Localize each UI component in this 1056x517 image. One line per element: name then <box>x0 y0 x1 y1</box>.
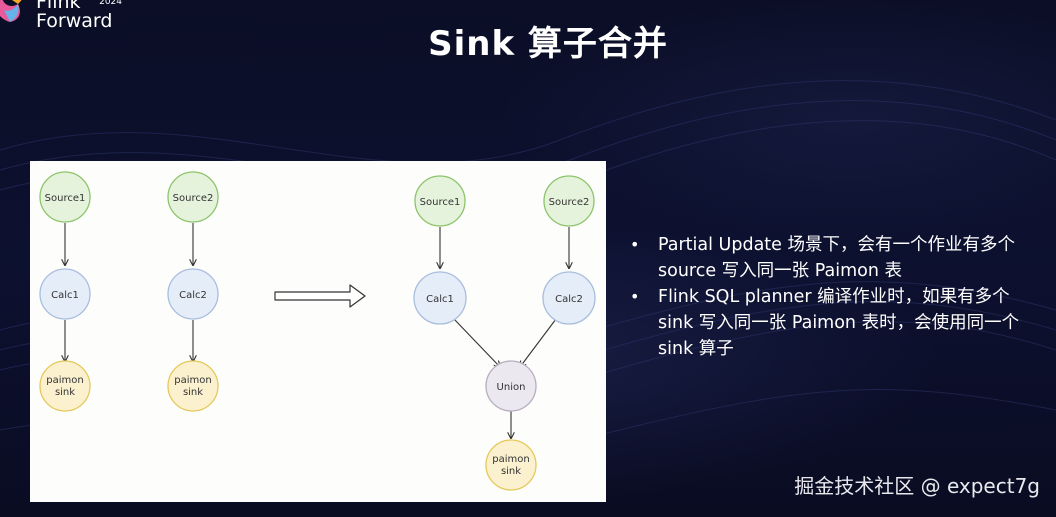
after-node-calc2-label: Calc2 <box>555 294 583 305</box>
after-node-sink-label-line2: sink <box>501 466 521 477</box>
before-node-calc2-label: Calc2 <box>179 290 207 301</box>
before-node-sink2-label-line1: paimon <box>174 375 211 386</box>
before-node-source1: Source1 <box>39 171 91 223</box>
logo-text-forward: Forward <box>36 10 113 32</box>
before-node-source2: Source2 <box>167 171 219 223</box>
flink-forward-logo: Flink 2024 Forward <box>0 0 140 36</box>
logo-text-flink: Flink <box>36 0 81 13</box>
after-node-calc1: Calc1 <box>413 271 467 325</box>
logo-year: 2024 <box>99 0 122 7</box>
before-node-sink2: paimon sink <box>167 360 219 412</box>
after-node-source2: Source2 <box>543 175 595 227</box>
bullet-text: Partial Update 场景下，会有一个作业有多个 source 写入同一… <box>658 235 1015 281</box>
after-node-source1: Source1 <box>414 175 466 227</box>
diagram-panel: Source1 Source2 Calc1 Calc2 paimon sink <box>30 161 606 502</box>
bullet-text: Flink SQL planner 编译作业时，如果有多个 sink 写入同一张… <box>658 287 1020 359</box>
after-node-calc1-label: Calc1 <box>426 294 454 305</box>
after-edge-calc1-union <box>453 318 500 367</box>
before-node-sink2-label-line2: sink <box>183 387 203 398</box>
bullet-marker: • <box>630 287 640 306</box>
bullet-item: • Flink SQL planner 编译作业时，如果有多个 sink 写入同… <box>630 284 1050 362</box>
before-node-sink1: paimon sink <box>39 360 91 412</box>
bullet-marker: • <box>630 235 640 254</box>
operator-graph-diagram: Source1 Source2 Calc1 Calc2 paimon sink <box>39 171 596 491</box>
after-node-calc2: Calc2 <box>542 271 596 325</box>
after-node-union-label: Union <box>497 382 526 393</box>
before-node-calc1-label: Calc1 <box>51 290 79 301</box>
before-node-sink1-label-line1: paimon <box>46 375 83 386</box>
after-node-union: Union <box>485 360 537 412</box>
after-node-sink-label-line1: paimon <box>492 454 529 465</box>
after-node-source1-label: Source1 <box>420 197 461 208</box>
before-node-source1-label: Source1 <box>45 193 86 204</box>
after-edge-calc2-union <box>520 318 557 367</box>
after-node-sink: paimon sink <box>485 439 537 491</box>
watermark: 掘金技术社区 @ expect7g <box>794 474 1040 498</box>
bullet-item: • Partial Update 场景下，会有一个作业有多个 source 写入… <box>630 232 1050 284</box>
flink-squirrel-logo-icon <box>0 0 22 22</box>
before-node-sink1-label-line2: sink <box>55 387 75 398</box>
slide-title: Sink 算子合并 <box>428 24 668 64</box>
before-node-calc2: Calc2 <box>167 268 219 320</box>
after-node-source2-label: Source2 <box>549 197 590 208</box>
right-arrow-icon <box>274 284 366 308</box>
bullet-list: • Partial Update 场景下，会有一个作业有多个 source 写入… <box>630 232 1050 362</box>
before-node-source2-label: Source2 <box>173 193 214 204</box>
before-node-calc1: Calc1 <box>39 268 91 320</box>
